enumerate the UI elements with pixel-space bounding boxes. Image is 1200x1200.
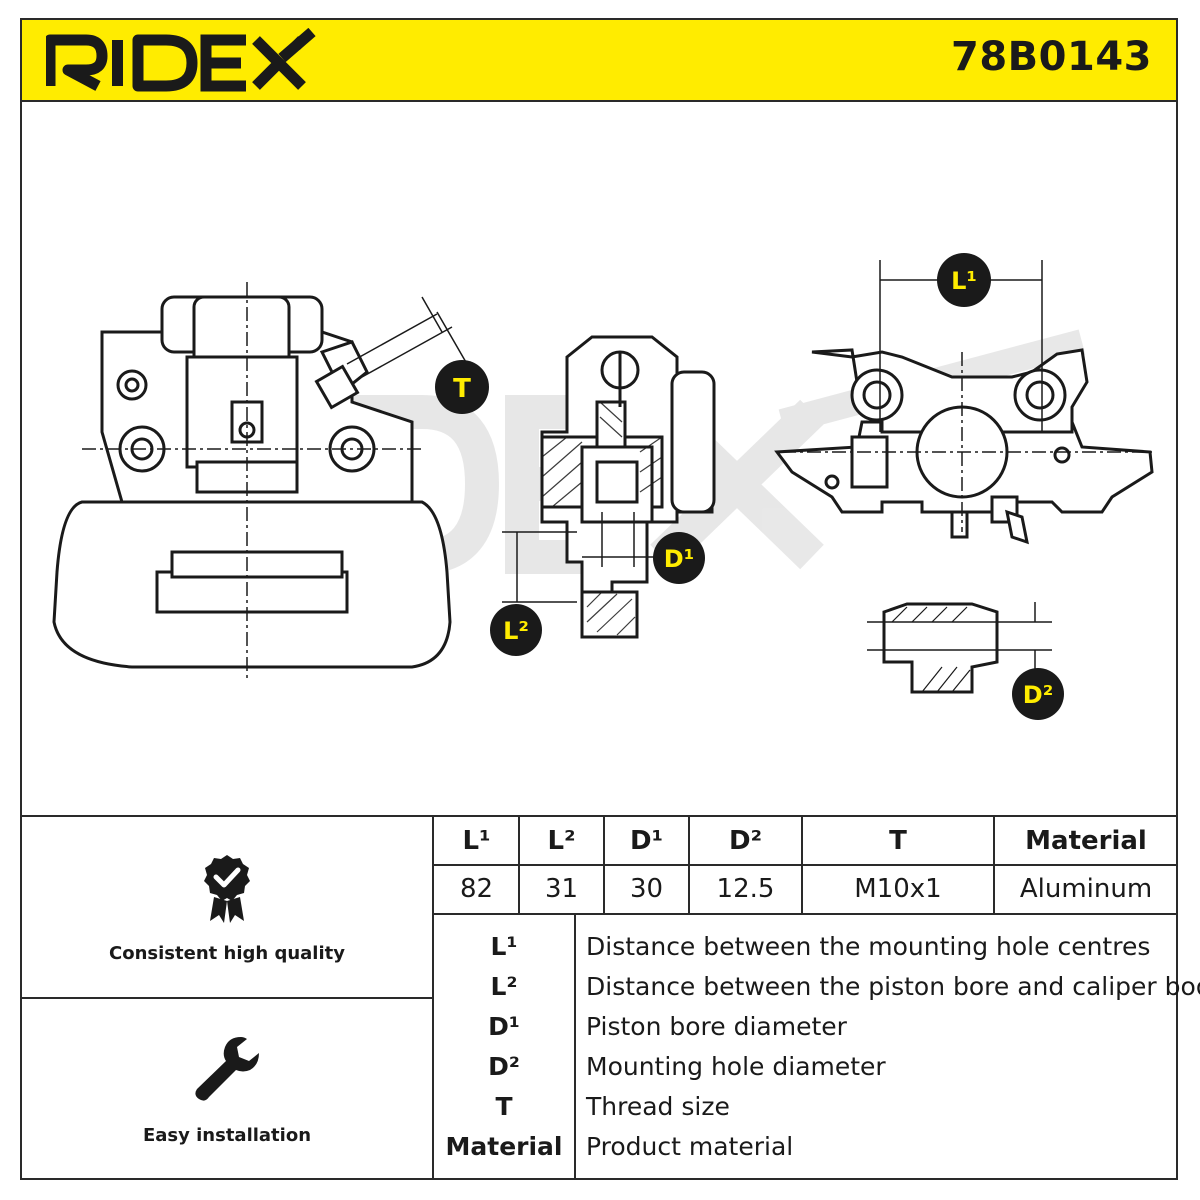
- legend-symbol: T: [495, 1092, 513, 1121]
- part-number: 78B0143: [951, 34, 1152, 80]
- value-l2: 31: [544, 874, 579, 904]
- feature-quality-label: Consistent high quality: [109, 943, 345, 964]
- caliper-front-view: [52, 282, 452, 682]
- header-l1: L¹: [462, 826, 491, 856]
- wrench-icon: [191, 1033, 263, 1109]
- legend-description: Product material: [586, 1132, 794, 1161]
- legend-row: L² Distance between the piston bore and …: [434, 967, 1200, 1007]
- caliper-section-view: [540, 335, 716, 639]
- value-material: Aluminum: [1019, 874, 1153, 904]
- dimension-d2: [1007, 602, 1052, 672]
- brand-logo: [44, 27, 316, 98]
- row-divider: [434, 864, 1178, 866]
- mounting-hole-section: [867, 602, 1007, 694]
- legend-description: Thread size: [586, 1092, 730, 1121]
- header-bar: 78B0143: [22, 20, 1176, 102]
- value-l1: 82: [459, 874, 494, 904]
- svg-text:D²: D²: [1023, 681, 1053, 709]
- legend-row: D² Mounting hole diameter: [434, 1047, 1178, 1087]
- row-divider: [434, 913, 1178, 915]
- badge-d1: D¹: [653, 532, 705, 584]
- svg-text:T: T: [453, 374, 471, 404]
- mounting-hole-hatching: [891, 606, 971, 693]
- header-l2: L²: [547, 826, 576, 856]
- header-t: T: [889, 826, 907, 856]
- value-d1: 30: [629, 874, 664, 904]
- legend-symbol: D²: [488, 1052, 520, 1081]
- bottom-panel: Consistent high quality Easy installatio…: [22, 815, 1200, 1180]
- legend-description: Distance between the piston bore and cal…: [586, 972, 1200, 1001]
- product-sheet: 78B0143: [20, 18, 1200, 1180]
- value-t: M10x1: [854, 874, 942, 904]
- badge-t: T: [435, 360, 489, 414]
- feature-installation: Easy installation: [22, 999, 432, 1180]
- dimension-t: [346, 296, 468, 378]
- caliper-bracket-view: [774, 348, 1154, 545]
- header-d2: D²: [729, 826, 762, 856]
- legend-description: Piston bore diameter: [586, 1012, 847, 1041]
- legend-symbol: L¹: [490, 932, 518, 961]
- dimension-l2-d1: [502, 512, 662, 603]
- legend-symbol: Material: [445, 1132, 563, 1161]
- legend: L¹ Distance between the mounting hole ce…: [434, 915, 1200, 1180]
- badge-d2: D²: [1012, 668, 1064, 720]
- badge-l2: L²: [490, 604, 542, 656]
- svg-text:L¹: L¹: [951, 267, 977, 295]
- feature-installation-label: Easy installation: [142, 1125, 312, 1146]
- header-d1: D¹: [630, 826, 663, 856]
- section-hatching: [541, 401, 663, 636]
- quality-badge-icon: [202, 853, 252, 929]
- svg-text:L²: L²: [503, 617, 529, 645]
- legend-row: Material Product material: [434, 1127, 1178, 1167]
- legend-description: Mounting hole diameter: [586, 1052, 886, 1081]
- legend-symbol: L²: [490, 972, 518, 1001]
- value-d2: 12.5: [716, 874, 775, 904]
- header-material: Material: [1025, 826, 1147, 856]
- badge-l1: L¹: [937, 253, 991, 307]
- legend-symbol: D¹: [488, 1012, 520, 1041]
- legend-row: D¹ Piston bore diameter: [434, 1007, 1178, 1047]
- legend-row: T Thread size: [434, 1087, 1178, 1127]
- panel-divider: [432, 817, 434, 1180]
- technical-drawing: T: [22, 102, 1176, 815]
- feature-quality: Consistent high quality: [22, 817, 432, 999]
- svg-text:D¹: D¹: [664, 545, 694, 573]
- legend-row: L¹ Distance between the mounting hole ce…: [434, 927, 1178, 967]
- legend-description: Distance between the mounting hole centr…: [586, 932, 1151, 961]
- legend-divider: [574, 915, 576, 1180]
